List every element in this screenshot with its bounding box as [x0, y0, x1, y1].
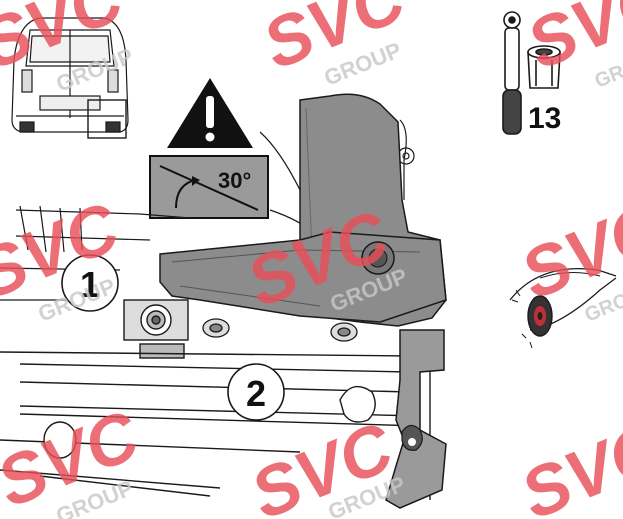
- watermark-brand: SVC: [510, 187, 623, 314]
- tilt-angle-box: 30°: [149, 155, 269, 219]
- ratchet-tool-icon: [502, 11, 522, 135]
- watermark-brand: SVC: [510, 407, 623, 519]
- grommet-detail: [509, 268, 617, 349]
- step-2-marker: 2: [227, 363, 285, 421]
- angle-label: 30°: [218, 168, 251, 193]
- step-1-marker: 1: [61, 254, 119, 312]
- socket-size-label: 13: [528, 102, 561, 135]
- warning-icon: [167, 78, 253, 148]
- socket-icon: [527, 45, 561, 89]
- step-2-label: 2: [246, 373, 266, 414]
- tow-bar-assembly: 1 2: [0, 93, 447, 509]
- step-1-label: 1: [80, 264, 100, 305]
- van-rear-thumbnail: [11, 17, 129, 139]
